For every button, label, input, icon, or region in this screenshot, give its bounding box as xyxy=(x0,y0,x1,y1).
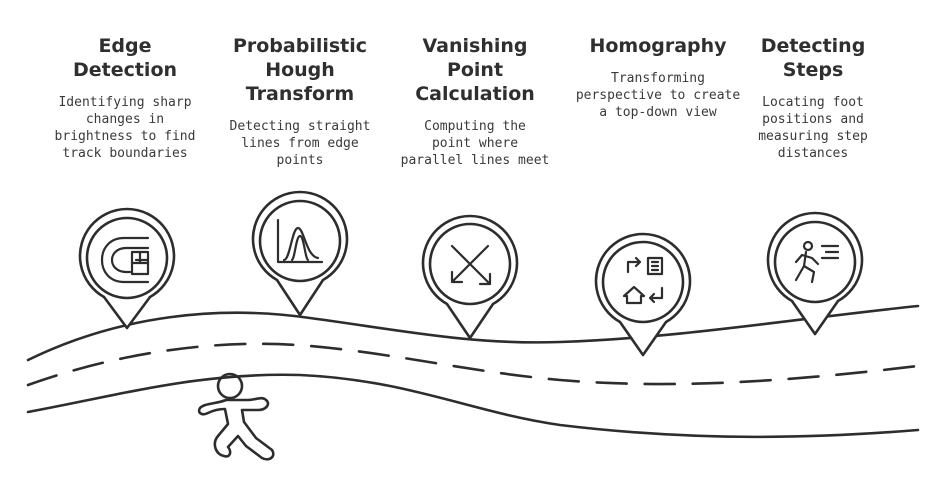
stage-title: Detecting Steps xyxy=(760,35,866,81)
edge-detection-icon xyxy=(100,236,150,284)
pin-marker xyxy=(766,211,864,336)
stage-description: Detecting straight lines from edge point… xyxy=(229,119,371,168)
stage-description: Identifying sharp changes in brightness … xyxy=(54,95,196,161)
converging-arrows-icon xyxy=(450,244,492,286)
road-top-edge xyxy=(26,304,920,362)
pin-edge-detection xyxy=(78,207,176,330)
stage-title: Vanishing Point Calculation xyxy=(415,35,535,105)
stage-vanishing-point: Vanishing Point Calculation Computing th… xyxy=(395,0,555,169)
stage-description: Locating foot positions and measuring st… xyxy=(758,95,868,161)
runner-head xyxy=(216,372,244,400)
stage-hough-transform: Probabilistic Hough Transform Detecting … xyxy=(220,0,380,169)
stage-title: Homography xyxy=(589,35,727,57)
running-person-icon xyxy=(794,240,840,284)
stage-edge-detection: Edge Detection Identifying sharp changes… xyxy=(50,0,200,162)
stage-title: Probabilistic Hough Transform xyxy=(232,35,368,105)
pin-marker xyxy=(251,190,349,317)
pin-vanishing-point xyxy=(421,214,519,340)
pin-detecting-steps xyxy=(766,211,864,336)
pin-marker xyxy=(78,207,176,330)
stage-title: Edge Detection xyxy=(72,35,178,81)
road-bottom-edge xyxy=(26,373,920,439)
histogram-icon xyxy=(276,218,324,264)
stage-homography: Homography Transforming perspective to c… xyxy=(568,0,748,121)
stage-description: Computing the point where parallel lines… xyxy=(400,119,550,168)
pin-hough-transform xyxy=(251,190,349,317)
road-center-dashes xyxy=(26,342,920,387)
stage-description: Transforming perspective to create a top… xyxy=(575,71,741,120)
runner-body xyxy=(197,396,275,461)
road xyxy=(26,304,920,439)
perspective-transform-icon xyxy=(622,256,664,305)
stage-detecting-steps: Detecting Steps Locating foot positions … xyxy=(738,0,888,162)
pin-marker xyxy=(421,214,519,340)
pin-homography xyxy=(594,232,692,357)
runner-figure xyxy=(197,372,275,461)
